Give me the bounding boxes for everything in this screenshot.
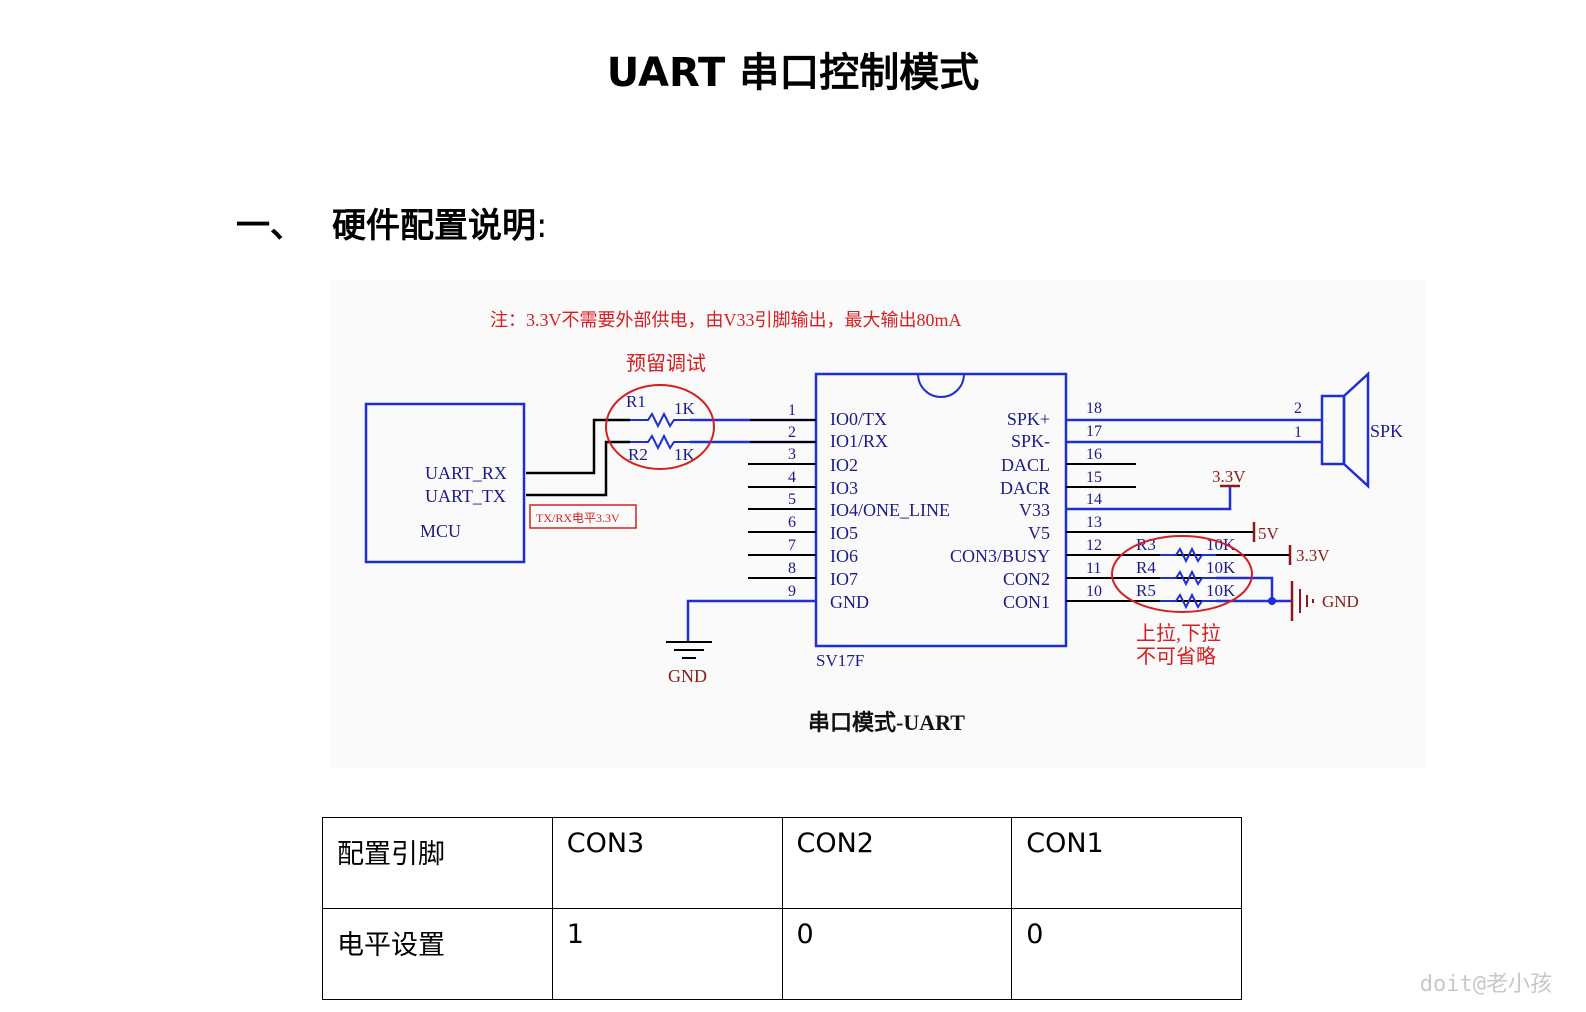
document-title: UART 串口控制模式 <box>606 50 980 96</box>
gnd-right-label: GND <box>1322 592 1359 611</box>
pin-label-7: IO6 <box>830 546 858 566</box>
pin-label-6: IO5 <box>830 523 858 543</box>
pin-num-17: 17 <box>1086 423 1102 440</box>
spk-pin-top: 2 <box>1294 400 1302 417</box>
pull-highlight <box>1111 535 1253 613</box>
watermark: doit@老小孩 <box>1419 972 1552 997</box>
r1-value: 1K <box>674 399 696 418</box>
r1-name: R1 <box>626 392 646 411</box>
pin-label-15: DACR <box>1000 478 1050 498</box>
r3-value: 10K <box>1206 535 1236 554</box>
section-heading: 一、硬件配置说明: <box>236 198 547 247</box>
speaker-label: SPK <box>1370 421 1403 441</box>
pin-label-16: DACL <box>1001 455 1050 475</box>
speaker-cone <box>1342 371 1370 489</box>
pin-label-5: IO4/ONE_LINE <box>830 500 950 520</box>
pin-num-2: 2 <box>788 424 796 441</box>
v33-supply-label: 3.3V <box>1212 467 1246 486</box>
table-cell-con1-header: CON1 <box>1011 817 1242 909</box>
pin-num-4: 4 <box>788 469 796 486</box>
pin-label-1: IO0/TX <box>830 409 887 429</box>
pin-num-1: 1 <box>788 402 796 419</box>
pin-num-5: 5 <box>788 491 796 508</box>
pin-label-17: SPK- <box>1011 431 1050 451</box>
section-heading-text: 硬件配置说明 <box>332 206 536 246</box>
pin-num-14: 14 <box>1086 491 1102 508</box>
section-colon: : <box>536 206 548 246</box>
table-cell-con2-value: 0 <box>781 908 1013 1000</box>
pin-num-18: 18 <box>1086 400 1102 417</box>
pin-num-7: 7 <box>788 537 796 554</box>
pin-label-18: SPK+ <box>1007 409 1050 429</box>
pin-label-10: CON1 <box>1003 592 1050 612</box>
pin-num-11: 11 <box>1086 560 1101 577</box>
pin-label-9: GND <box>830 592 869 612</box>
pin-label-8: IO7 <box>830 569 858 589</box>
table-cell-level-label: 电平设置 <box>322 908 553 1000</box>
table-cell-con3-header: CON3 <box>551 817 783 909</box>
table-cell-con3-value: 1 <box>551 908 783 1000</box>
debug-label: 预留调试 <box>626 352 706 375</box>
pin-num-8: 8 <box>788 560 796 577</box>
schematic-caption: 串口模式-UART <box>808 710 965 735</box>
speaker-body <box>1320 394 1346 466</box>
r5-value: 10K <box>1206 581 1236 600</box>
table-cell-con1-value: 0 <box>1011 908 1242 1000</box>
mcu-rx-label: UART_RX <box>425 463 507 483</box>
pin-num-6: 6 <box>788 514 796 531</box>
spk-pin-bottom: 1 <box>1294 424 1302 441</box>
chip-name: SV17F <box>816 651 864 670</box>
schematic-svg: 注：3.3V不需要外部供电，由V33引脚输出，最大输出80mA 预留调试 UAR… <box>364 310 1403 735</box>
pin-label-2: IO1/RX <box>830 431 888 451</box>
r4-name: R4 <box>1136 558 1156 577</box>
power-note: 注：3.3V不需要外部供电，由V33引脚输出，最大输出80mA <box>490 310 962 330</box>
pin-num-9: 9 <box>788 583 796 600</box>
pin-label-3: IO2 <box>830 455 858 475</box>
pin-num-3: 3 <box>788 446 796 463</box>
pin-num-13: 13 <box>1086 514 1102 531</box>
pin-label-4: IO3 <box>830 478 858 498</box>
r2-name: R2 <box>628 445 648 464</box>
pin-label-11: CON2 <box>1003 569 1050 589</box>
pull-note-1: 上拉,下拉 <box>1136 622 1221 645</box>
section-number: 一、 <box>236 206 304 246</box>
r4-value: 10K <box>1206 558 1236 577</box>
table-row: 配置引脚 CON3 CON2 CON1 <box>322 817 1242 909</box>
pin-label-12: CON3/BUSY <box>950 546 1050 566</box>
mcu-label: MCU <box>420 521 461 541</box>
pin-label-14: V33 <box>1019 500 1050 520</box>
pin-num-15: 15 <box>1086 469 1102 486</box>
level-note: TX/RX电平3.3V <box>536 511 620 525</box>
level-note-box <box>529 504 637 529</box>
pull-note-2: 不可省略 <box>1136 645 1216 668</box>
pin-num-10: 10 <box>1086 583 1102 600</box>
debug-highlight <box>605 384 715 470</box>
r3-supply-label: 3.3V <box>1296 546 1330 565</box>
config-table: 配置引脚 CON3 CON2 CON1 电平设置 1 0 0 <box>322 817 1242 1000</box>
v5-supply-label: 5V <box>1258 524 1280 543</box>
r5-name: R5 <box>1136 581 1156 600</box>
schematic-diagram: 注：3.3V不需要外部供电，由V33引脚输出，最大输出80mA 预留调试 UAR… <box>330 280 1426 768</box>
pin-num-16: 16 <box>1086 446 1102 463</box>
table-cell-con2-header: CON2 <box>781 817 1013 909</box>
table-row: 电平设置 1 0 0 <box>322 908 1242 1000</box>
table-cell-header-label: 配置引脚 <box>322 817 553 909</box>
mcu-tx-label: UART_TX <box>425 486 506 506</box>
gnd-left-label: GND <box>668 666 707 686</box>
pin-label-13: V5 <box>1028 523 1050 543</box>
mcu-box <box>364 402 526 564</box>
r2-value: 1K <box>674 445 696 464</box>
pin-num-12: 12 <box>1086 537 1102 554</box>
